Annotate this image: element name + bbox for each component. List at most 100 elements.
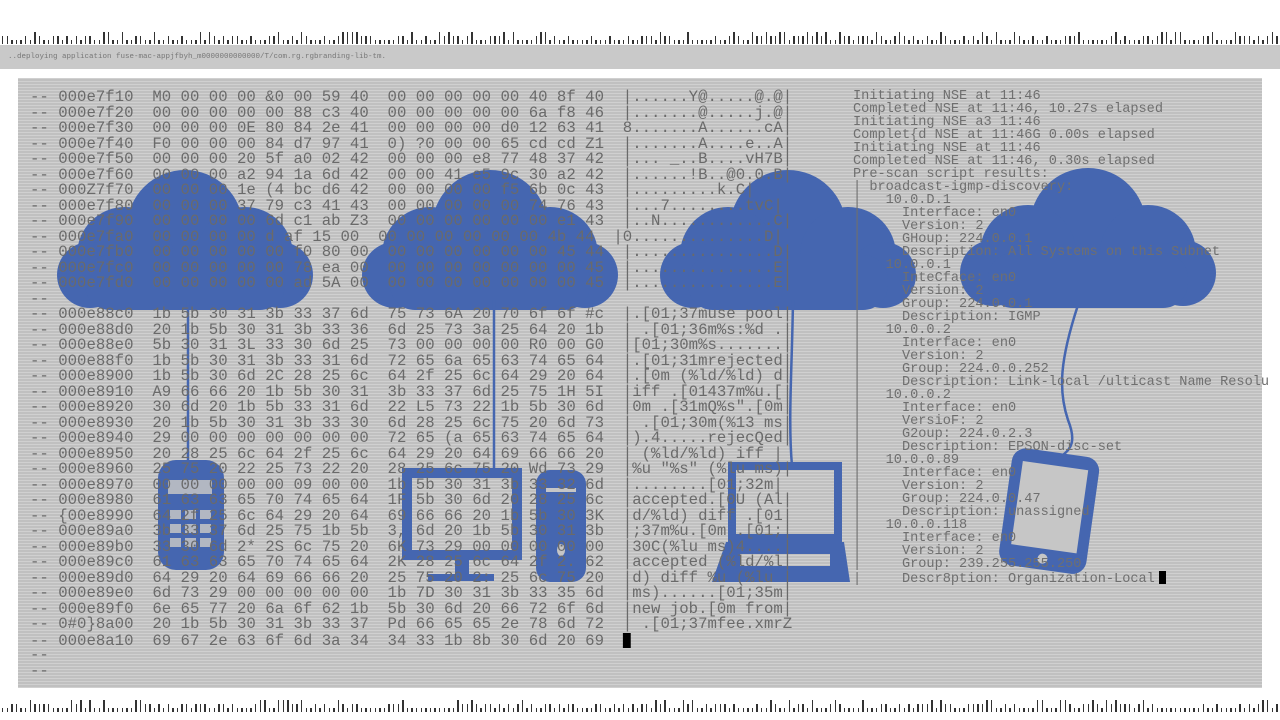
tick-mark [117, 708, 119, 712]
tick-mark [43, 40, 45, 44]
tick-mark [176, 40, 179, 44]
nse-line: | 10.0.0.2 [853, 389, 1269, 403]
tick-mark [1165, 32, 1168, 44]
nse-line-text: | Descr8ption: Organization-Local [853, 572, 1155, 587]
tick-mark [719, 704, 721, 712]
tick-mark [830, 704, 832, 712]
tick-mark [521, 700, 524, 712]
tick-mark [80, 700, 82, 712]
tick-mark [1124, 704, 1126, 712]
tick-mark [181, 704, 183, 712]
hex-line: -- 000e7fc0 00 00 00 00 00 78 ea 00 00 0… [30, 260, 792, 277]
tick-mark [1041, 700, 1043, 712]
nse-line: | Version: 2 [853, 285, 1269, 299]
tick-mark [986, 36, 988, 44]
nse-line: | 10.0.D.1 [853, 194, 1269, 208]
tick-mark [475, 40, 478, 44]
hex-line-text: -- 000e7f50 00 00 00 20 5f a0 02 42 00 0… [30, 150, 793, 168]
tick-mark [678, 40, 680, 44]
tick-mark [1161, 708, 1163, 712]
hex-line: -- 000e88f0 1b 5b 30 31 3b 33 31 6d 72 6… [30, 353, 792, 370]
tick-mark [517, 704, 519, 712]
tick-mark [1147, 708, 1149, 712]
tick-mark [1257, 704, 1260, 712]
hex-line-text: -- 000e8970 00 00 00 00 00 09 00 00 1b 5… [30, 475, 783, 494]
tick-mark [963, 708, 965, 712]
tick-mark [728, 36, 731, 44]
nse-line-text: | broadcast-igmp-discovery: [853, 180, 1074, 195]
nse-line-text: | InteCface: en0 [853, 271, 1017, 286]
tick-mark [770, 36, 772, 44]
tick-mark [232, 704, 234, 712]
tick-mark [130, 708, 133, 712]
hex-line: -- 000e8940 29 00 00 00 00 00 00 00 72 6… [30, 430, 792, 447]
tick-mark [963, 36, 965, 44]
tick-mark [627, 708, 629, 712]
tick-mark [705, 40, 708, 44]
hex-line: -- 000e8970 00 00 00 00 00 09 00 00 1b 5… [30, 475, 792, 494]
hex-line-text: -- {00e8990 64 2f 25 6c 64 29 20 64 69 6… [30, 506, 793, 525]
nse-line-text: | 10.0.0.89 [853, 453, 960, 468]
tick-mark [940, 700, 942, 712]
nse-line: Initiating NSE at 11:46 [853, 90, 1269, 104]
nse-line: | 10.0.0.89 [853, 453, 1269, 468]
nse-line: | Group: 224.0.0.252 [853, 363, 1269, 377]
tick-mark [20, 40, 22, 44]
tick-mark [531, 40, 533, 44]
tick-mark [673, 40, 675, 44]
tick-mark [296, 704, 298, 712]
tick-mark [301, 32, 303, 44]
timeline-ticks-bottom [0, 698, 1280, 712]
tick-mark [931, 40, 933, 44]
tick-mark [563, 708, 565, 712]
cloud-icon [362, 170, 618, 310]
tick-mark [89, 36, 91, 44]
tick-mark [1037, 700, 1039, 712]
hex-line: -- 000e7f90 00 00 00 00 6d c1 ab Z3 00 0… [30, 213, 792, 230]
tick-mark [1110, 704, 1112, 712]
tick-mark [1234, 708, 1237, 712]
tick-mark [1276, 36, 1278, 44]
tick-mark [379, 40, 381, 44]
nse-line: Pre-scan script results: [853, 168, 1269, 182]
tick-mark [1087, 40, 1089, 44]
tick-mark [834, 700, 836, 712]
tick-mark [793, 36, 795, 44]
tick-mark [857, 708, 859, 712]
hex-line-text: -- 000e7f20 00 00 00 00 00 88 c3 40 00 0… [30, 103, 793, 122]
tick-mark [1170, 40, 1172, 44]
tick-mark [1004, 704, 1007, 712]
tick-mark [715, 36, 717, 44]
tick-mark [176, 708, 179, 712]
nse-line: | Interface: en0 [853, 467, 1269, 481]
tick-mark [1014, 32, 1016, 44]
tick-mark [75, 36, 77, 44]
nse-line: | Description: IGMP [853, 311, 1269, 325]
tick-mark [135, 700, 137, 712]
tick-mark [370, 708, 372, 712]
hex-line-text: -- 000e8a10 69 67 2e 63 6f 6d 3a 34 34 3… [30, 631, 623, 650]
nse-line: | Version: 2 [853, 480, 1269, 494]
hex-line-text: -- 000e7fd0 00 00 00 00 00 ad 5A 00 00 0… [30, 274, 793, 292]
tick-mark [793, 708, 795, 712]
tick-mark [669, 708, 671, 712]
hex-line-text: -- 000Z7f70 00 00 00 1e (4 bc d6 42 00 0… [30, 181, 755, 199]
tick-mark [1115, 700, 1117, 712]
tick-mark [1106, 700, 1108, 712]
nse-line-text: Completed NSE at 11:46, 0.30s elapsed [853, 154, 1155, 169]
hex-line: -- 000Z7f70 00 00 00 1e (4 bc d6 42 00 0… [30, 181, 792, 199]
tick-mark [503, 708, 505, 712]
cloud-icon [960, 168, 1216, 308]
nse-line: | Version: 2 [853, 350, 1269, 364]
tick-mark [1230, 40, 1232, 44]
tick-mark [434, 40, 436, 44]
tick-mark [632, 704, 634, 712]
nse-line: | 10.0.0.118 [853, 519, 1269, 533]
tick-mark [1101, 40, 1103, 44]
tick-mark [80, 40, 82, 44]
tick-mark [968, 704, 970, 712]
tick-mark [912, 708, 915, 712]
tick-mark [163, 40, 165, 44]
tick-mark [324, 704, 326, 712]
tick-mark [107, 708, 110, 712]
